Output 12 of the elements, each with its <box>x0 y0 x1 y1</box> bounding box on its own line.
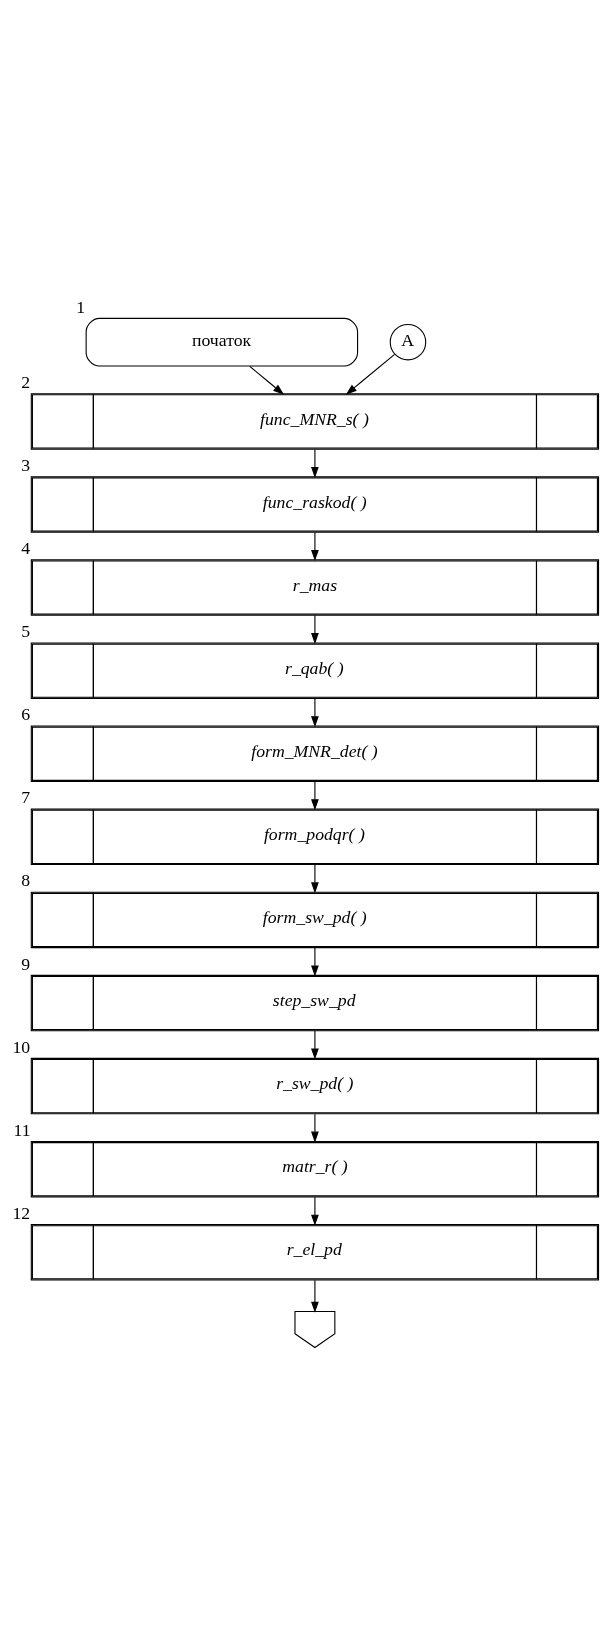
node-label: 9 <box>21 953 31 974</box>
node-label: 11 <box>13 1119 31 1140</box>
node-label: 7 <box>21 787 31 808</box>
node-label: 2 <box>21 371 31 392</box>
node-label: 5 <box>21 621 31 642</box>
node-label: 12 <box>12 1202 31 1223</box>
node-label: 3 <box>21 455 31 476</box>
node-label: 6 <box>21 704 31 725</box>
node-label: 8 <box>21 870 31 891</box>
node-label: 10 <box>12 1036 31 1057</box>
node-label: 1 <box>76 296 86 317</box>
node-label: 4 <box>21 538 31 559</box>
